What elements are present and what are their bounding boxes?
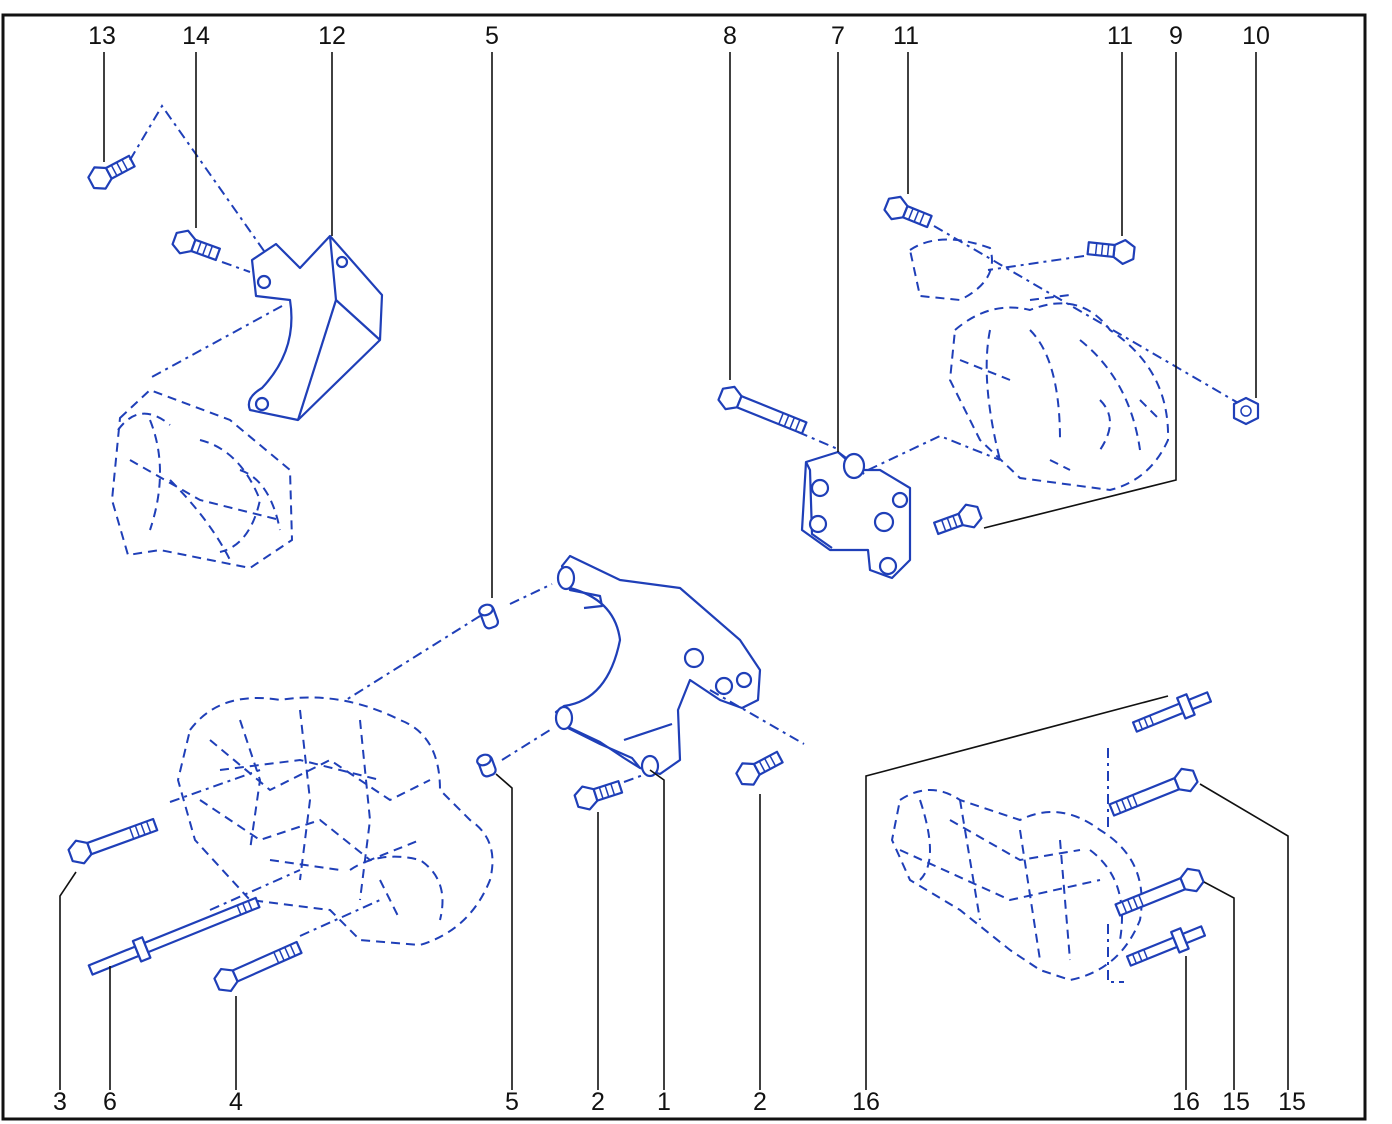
callout-6: 6 bbox=[103, 1088, 117, 1116]
callout-2-left: 2 bbox=[591, 1088, 605, 1116]
bolt-4 bbox=[210, 935, 306, 997]
callout-15-right: 15 bbox=[1278, 1088, 1306, 1116]
callout-11-right: 11 bbox=[1107, 22, 1133, 50]
bushing-5-top bbox=[478, 603, 500, 630]
bolt-14 bbox=[169, 226, 224, 267]
alternator-phantom bbox=[908, 238, 1170, 492]
callout-7: 7 bbox=[831, 22, 845, 50]
bolt-3 bbox=[65, 812, 161, 868]
bolt-15-bottom bbox=[1112, 864, 1207, 923]
bolt-13 bbox=[84, 149, 139, 195]
engine-block-phantom-left bbox=[110, 388, 294, 570]
bolt-11-left bbox=[881, 192, 935, 234]
engine-block-phantom-center bbox=[176, 696, 494, 947]
callout-15-left: 15 bbox=[1222, 1088, 1250, 1116]
callout-3: 3 bbox=[53, 1088, 67, 1116]
bracket-12 bbox=[247, 234, 384, 422]
callout-5-bottom: 5 bbox=[505, 1088, 519, 1116]
callout-5-top: 5 bbox=[485, 22, 499, 50]
callout-13: 13 bbox=[88, 22, 116, 50]
bolt-15-top bbox=[1106, 764, 1201, 823]
leader-lines bbox=[59, 52, 1289, 1090]
callout-11-left: 11 bbox=[893, 22, 919, 50]
callout-10: 10 bbox=[1242, 22, 1270, 50]
bolt-9 bbox=[930, 500, 985, 541]
stud-6 bbox=[87, 896, 261, 976]
callout-2-right: 2 bbox=[753, 1088, 767, 1116]
bolt-2-left bbox=[571, 774, 626, 814]
callout-8: 8 bbox=[723, 22, 737, 50]
callout-9: 9 bbox=[1169, 22, 1183, 50]
callout-16-right: 16 bbox=[1172, 1088, 1200, 1116]
callout-12: 12 bbox=[318, 22, 346, 50]
bolt-11-right bbox=[1085, 235, 1137, 267]
bracket-1 bbox=[554, 554, 762, 778]
callout-16-left: 16 bbox=[852, 1088, 880, 1116]
bolt-2-right bbox=[732, 745, 787, 791]
bushing-5-bottom bbox=[476, 753, 497, 778]
stud-16-bottom bbox=[1123, 919, 1209, 973]
callout-1: 1 bbox=[657, 1088, 671, 1116]
bolt-8 bbox=[715, 382, 810, 441]
callout-14: 14 bbox=[182, 22, 210, 50]
diagram-frame bbox=[1, 13, 1367, 1121]
nut-10 bbox=[1232, 396, 1260, 426]
callout-4: 4 bbox=[229, 1088, 243, 1116]
stud-16-top bbox=[1129, 685, 1215, 739]
starter-phantom bbox=[890, 789, 1143, 982]
bracket-7 bbox=[800, 450, 912, 580]
